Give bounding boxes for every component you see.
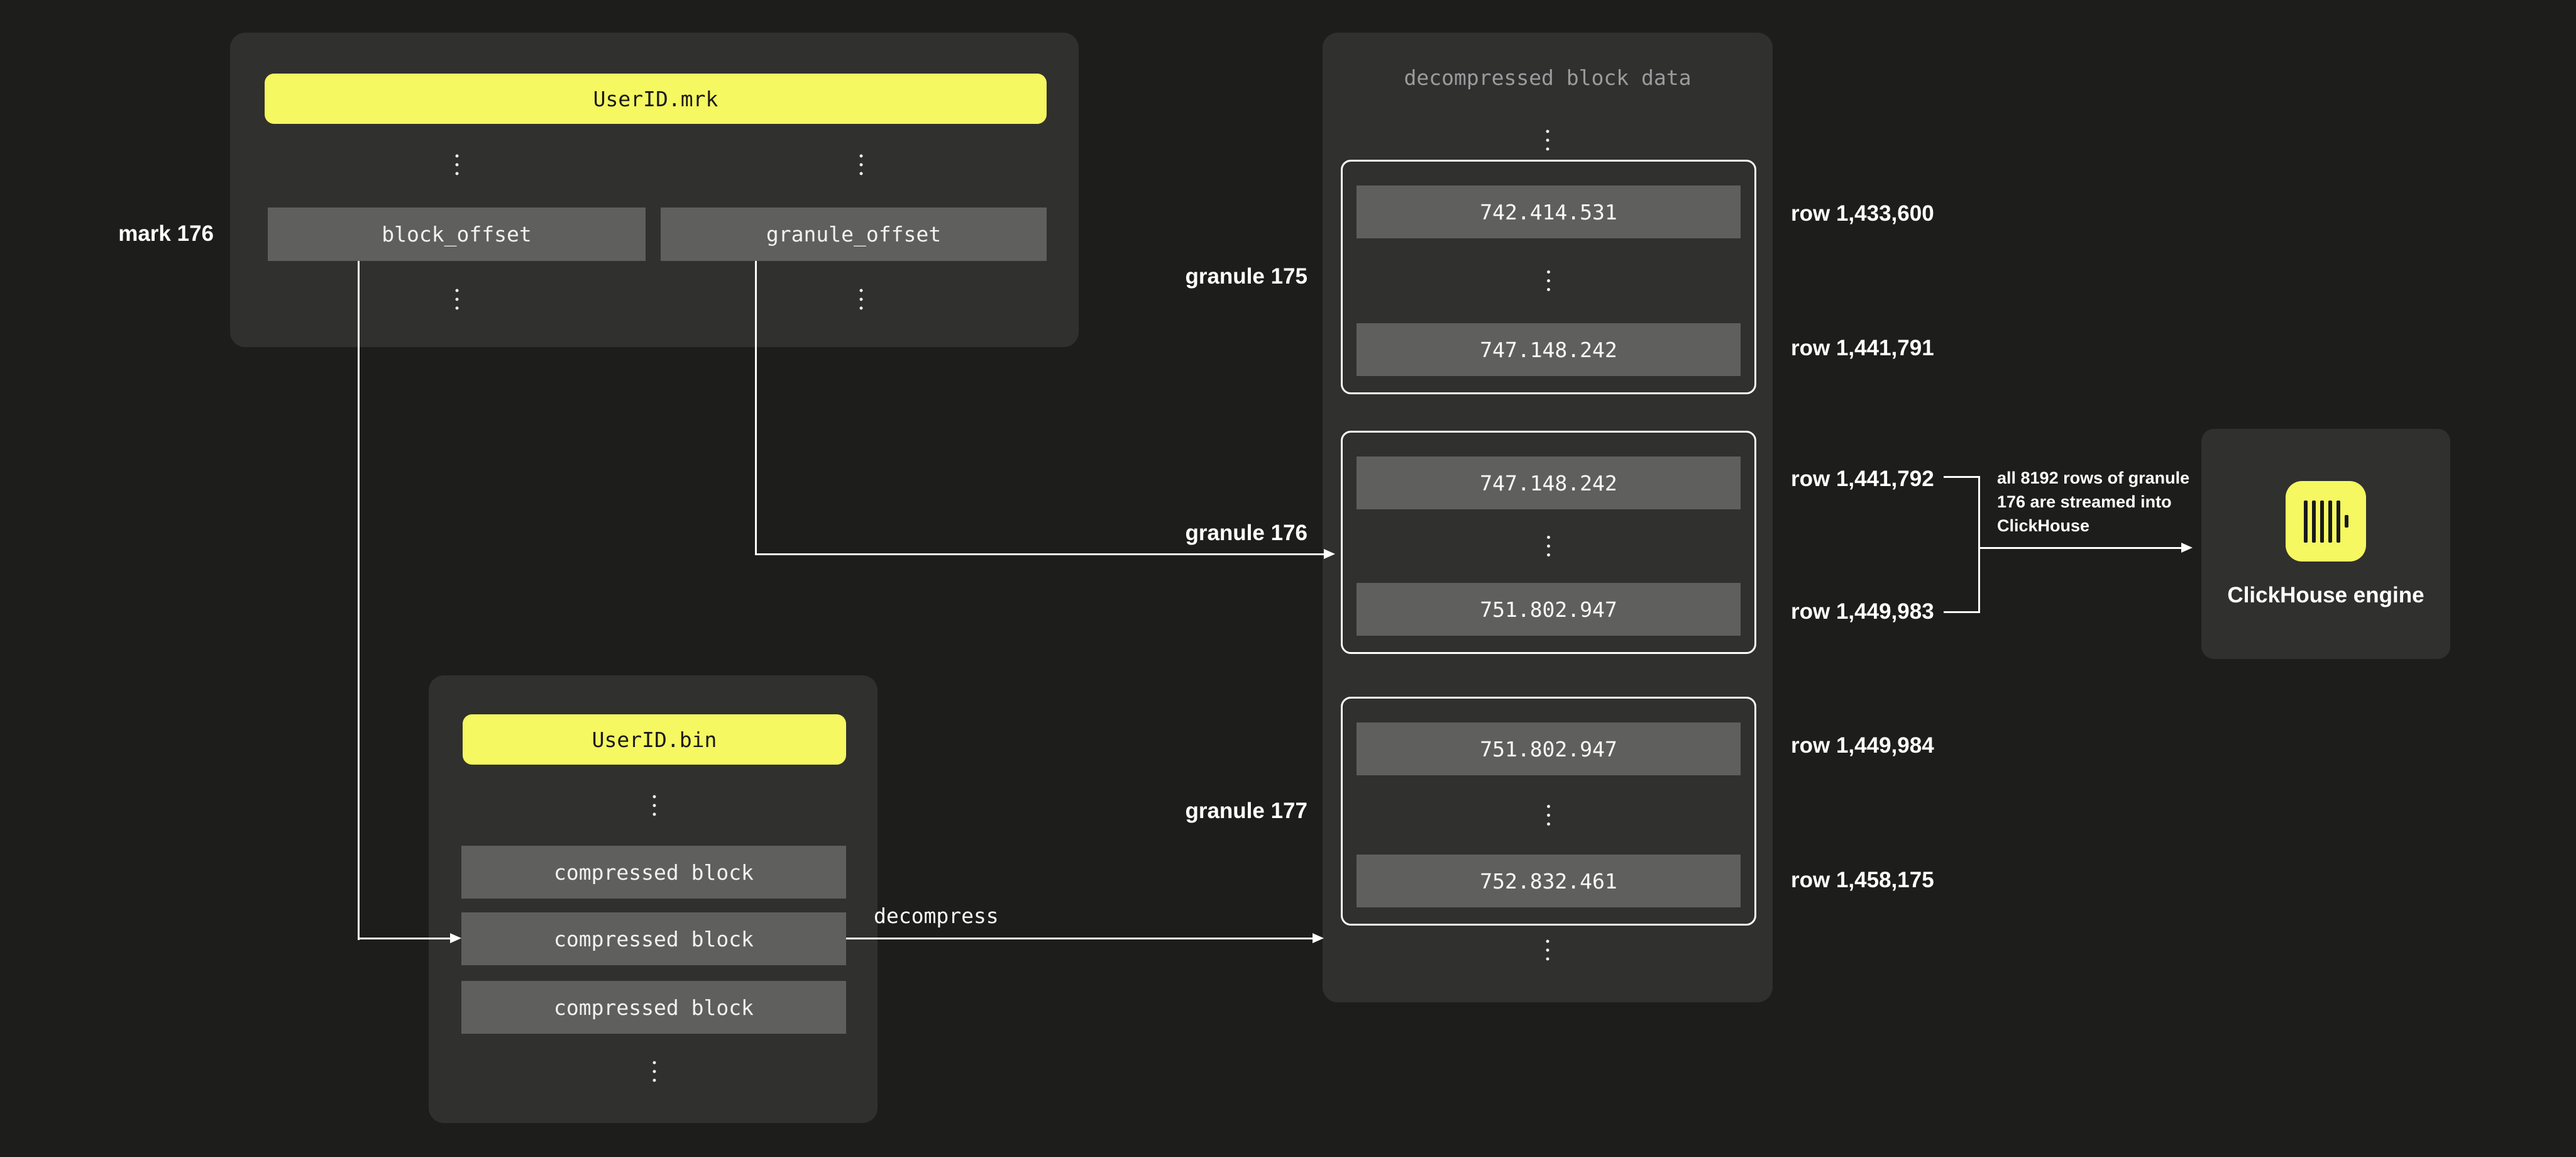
block-offset-field: block_offset [268,208,646,261]
bin-file-title: UserID.bin [592,727,717,752]
block-offset-connector-horizontal [358,938,450,939]
ellipsis-dots [1546,130,1549,151]
granule-175-last-value: 747.148.242 [1357,323,1741,376]
compressed-block-2-label: compressed block [554,926,754,951]
annotation-line-1: all 8192 rows of granule [1997,468,2190,487]
block-offset-label: block_offset [382,222,532,246]
ellipsis-dots [1547,536,1550,556]
granule-offset-connector-horizontal [755,553,1324,555]
ellipsis-dots [652,1061,656,1082]
arrowhead-to-compressed-block [450,933,461,943]
annotation-line-2: 176 are streamed into [1997,492,2172,511]
compressed-block-3: compressed block [461,981,846,1034]
block-offset-connector-vertical [358,261,360,940]
clickhouse-engine-label: ClickHouse engine [2227,583,2425,607]
row-label-1449983: row 1,449,983 [1791,599,1934,624]
bin-file-header: UserID.bin [463,714,846,765]
granule-175-box: 742.414.531 747.148.242 [1341,160,1756,394]
mrk-file-panel: UserID.mrk block_offset granule_offset [230,33,1079,347]
decompress-arrow-line [846,938,1313,939]
ellipsis-dots [455,154,459,175]
mrk-file-title: UserID.mrk [593,86,718,111]
ellipsis-dots [859,289,863,310]
arrowhead-to-engine [2181,543,2193,553]
clickhouse-logo-icon [2286,481,2366,562]
bin-file-panel: UserID.bin compressed block compressed b… [429,675,878,1123]
row-label-1441791: row 1,441,791 [1791,336,1934,360]
decompressed-panel-title: decompressed block data [1404,65,1692,90]
granule-offset-label: granule_offset [766,222,942,246]
streaming-annotation: all 8192 rows of granule 176 are streame… [1997,466,2189,538]
granule-177-first-value: 751.802.947 [1357,722,1741,775]
compressed-block-1: compressed block [461,846,846,899]
row-label-1441792: row 1,441,792 [1791,467,1934,491]
granule-176-first-value: 747.148.242 [1357,457,1741,509]
clickhouse-logo-bars [2303,500,2348,543]
granule-175-first-value: 742.414.531 [1357,185,1741,238]
compressed-block-1-label: compressed block [554,860,754,885]
granule-offset-connector-vertical [755,261,757,555]
granule-175-label: granule 175 [1185,264,1307,289]
granule-177-label: granule 177 [1185,799,1307,823]
granule-176-box: 747.148.242 751.802.947 [1341,431,1756,654]
ellipsis-dots [1547,804,1550,826]
ellipsis-dots [652,795,656,816]
ellipsis-dots [1547,270,1550,291]
granule-176-last-value: 751.802.947 [1357,583,1741,636]
mrk-file-header: UserID.mrk [265,74,1047,124]
mark-176-label: mark 176 [118,221,214,246]
granule-offset-field: granule_offset [661,208,1047,261]
bracket-bottom-segment [1944,611,1980,613]
row-label-1449984: row 1,449,984 [1791,733,1934,758]
ellipsis-dots [1546,939,1549,961]
granule-176-label: granule 176 [1185,521,1307,545]
annotation-line-3: ClickHouse [1997,516,2090,535]
row-label-1433600: row 1,433,600 [1791,201,1934,226]
clickhouse-engine-panel: ClickHouse engine [2201,429,2450,659]
stream-arrow-line [1978,547,2181,549]
decompress-label: decompress [874,904,999,928]
compressed-block-2: compressed block [461,912,846,965]
arrowhead-to-decompressed-panel [1313,933,1324,943]
decompressed-data-panel: decompressed block data 742.414.531 747.… [1323,33,1773,1002]
ellipsis-dots [859,154,863,175]
compressed-block-3-label: compressed block [554,995,754,1020]
granule-177-box: 751.802.947 752.832.461 [1341,697,1756,926]
ellipsis-dots [455,289,459,310]
arrowhead-to-granule-176 [1324,549,1335,559]
row-label-1458175: row 1,458,175 [1791,868,1934,892]
bracket-top-segment [1944,476,1980,478]
granule-177-last-value: 752.832.461 [1357,855,1741,907]
bracket-vertical-segment [1978,476,1980,613]
